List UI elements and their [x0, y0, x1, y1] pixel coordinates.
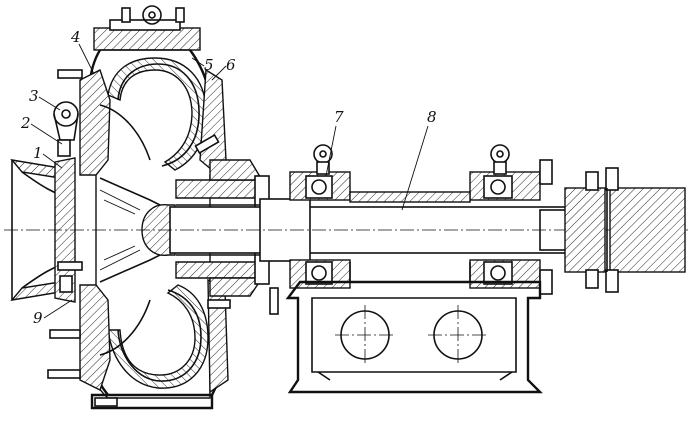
callout-7: 7: [325, 108, 344, 177]
callout-3: 3: [29, 87, 61, 111]
callout-6: 6: [211, 56, 236, 81]
svg-text:7: 7: [334, 108, 344, 126]
shaft-coupling: [564, 167, 686, 293]
callout-2: 2: [20, 114, 63, 145]
svg-text:9: 9: [33, 309, 43, 327]
svg-text:5: 5: [204, 56, 214, 74]
svg-text:1: 1: [33, 144, 43, 162]
bearing-right: [469, 144, 553, 295]
svg-text:3: 3: [29, 87, 39, 105]
callout-1: 1: [33, 144, 63, 169]
impeller: [47, 69, 176, 407]
callout-labels: 1 2 3 4 5 6 7 8: [20, 28, 437, 327]
bearing-left: [289, 144, 351, 289]
callout-5: 5: [191, 56, 214, 74]
callout-9: 9: [33, 299, 73, 327]
svg-text:8: 8: [427, 108, 437, 126]
svg-text:6: 6: [226, 56, 236, 74]
pump-pedestal: [285, 191, 543, 394]
callout-4: 4: [70, 28, 95, 75]
callout-8: 8: [401, 108, 437, 211]
svg-text:2: 2: [20, 114, 31, 132]
svg-text:4: 4: [70, 28, 81, 46]
